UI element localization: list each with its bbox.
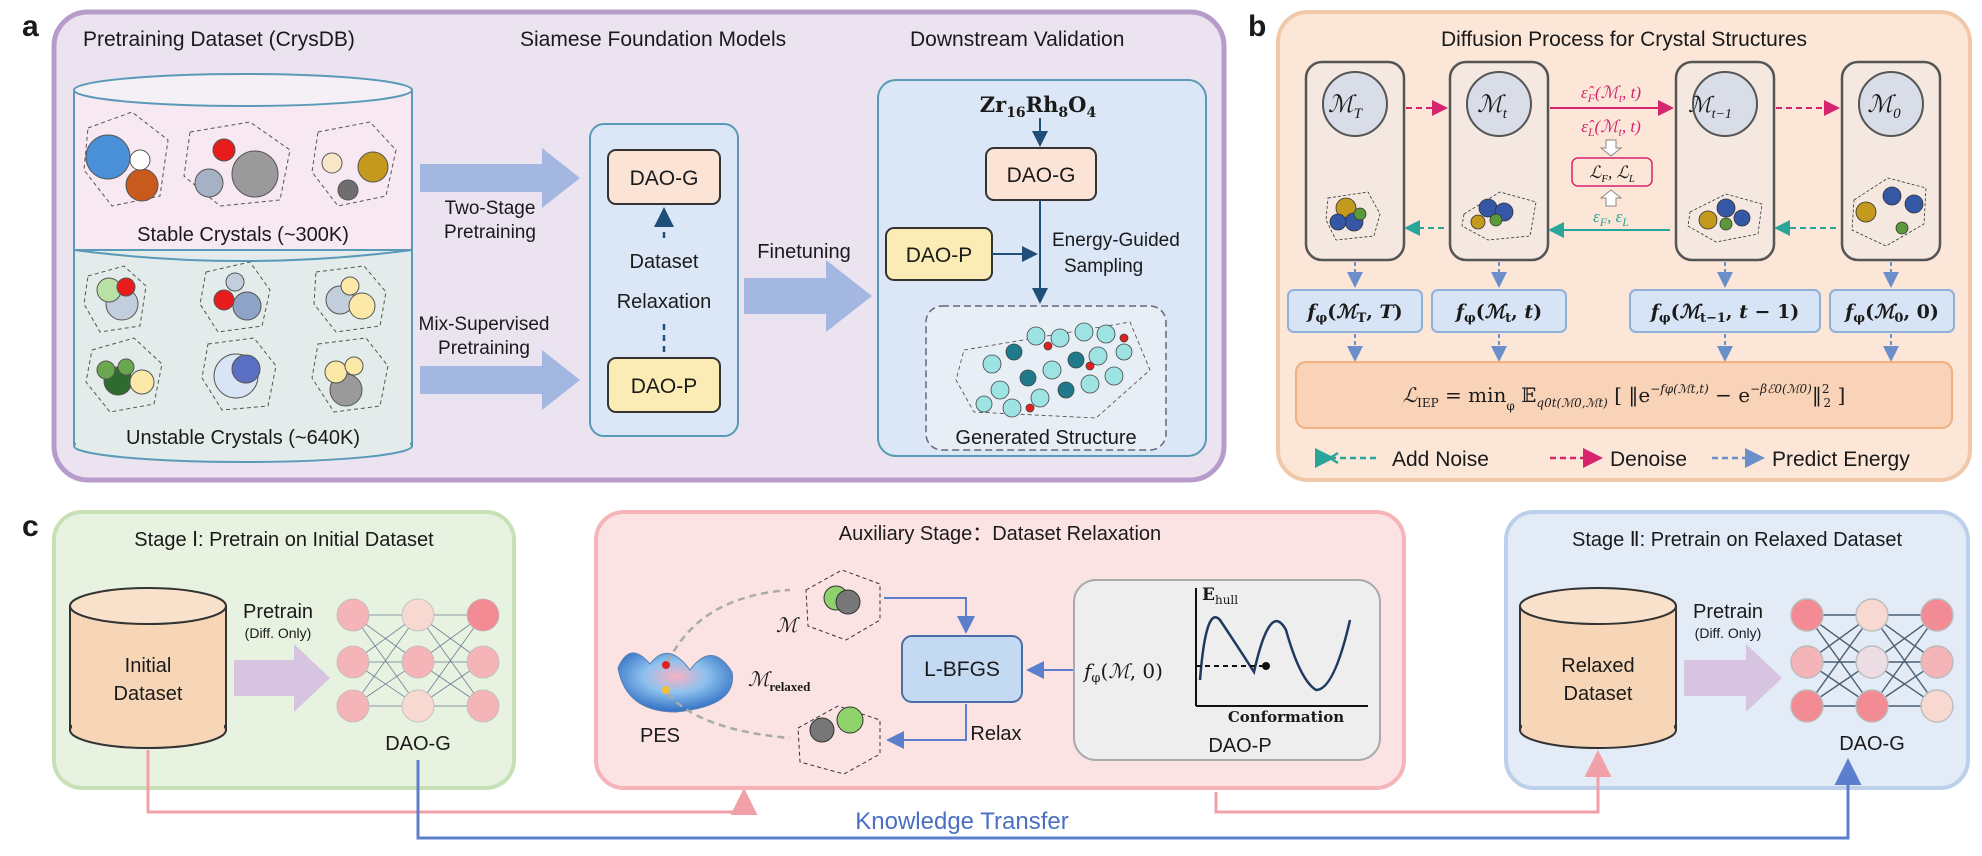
loss-fl-box bbox=[1571, 157, 1653, 187]
lbfgs-box bbox=[901, 635, 1023, 703]
legend-predict-energy: Predict Energy bbox=[1772, 448, 1910, 471]
relax-label: Relax bbox=[970, 723, 1021, 745]
energy-landscape-plot bbox=[1195, 588, 1368, 707]
eps-hat-l-label: ε̂L(ℳt, t) bbox=[1581, 117, 1641, 139]
stage1-title: Stage Ⅰ: Pretrain on Initial Dataset bbox=[134, 529, 434, 551]
energy-fn-0-box bbox=[1829, 289, 1955, 333]
lbfgs-label: L-BFGS bbox=[924, 658, 1000, 681]
energy-guided-label-1: Energy-Guided bbox=[1052, 230, 1180, 251]
stable-crystal-icons bbox=[83, 111, 397, 207]
energy-fn-t-minus-1-box bbox=[1629, 289, 1821, 333]
state-column-T: ℳT bbox=[1304, 60, 1406, 262]
crysdb-cylinder bbox=[73, 73, 413, 463]
dao-p-label-aux: DAO-P bbox=[1208, 735, 1271, 757]
pes-surface bbox=[617, 652, 734, 713]
initial-dataset-cylinder bbox=[69, 587, 227, 749]
unstable-crystals-label: Unstable Crystals (~640K) bbox=[126, 427, 360, 449]
state-M-t: ℳt bbox=[1477, 92, 1508, 122]
formula-label: Zr16Rh8O4 bbox=[980, 92, 1097, 121]
energy-fn-t: fφ(ℳt, t) bbox=[1454, 301, 1542, 326]
energy-fn-T: fφ(ℳT, T) bbox=[1305, 301, 1402, 326]
panel-c: c Stage Ⅰ: Pretrain on Initial Dataset I… bbox=[22, 510, 1970, 840]
crystal-M bbox=[805, 569, 881, 641]
transfer-line-pink-1 bbox=[146, 750, 758, 815]
panel-a-letter: a bbox=[22, 10, 39, 43]
dao-g-network-1 bbox=[336, 598, 500, 723]
dao-p-energy-box bbox=[1073, 579, 1381, 761]
dao-g-network-2 bbox=[1790, 598, 1954, 723]
panel-b: b Diffusion Process for Crystal Structur… bbox=[1248, 10, 1972, 482]
relaxed-dataset-label-2: Dataset bbox=[1564, 683, 1633, 705]
mix-supervised-arrow bbox=[420, 350, 580, 410]
state-column-0: ℳ0 bbox=[1840, 60, 1942, 262]
crystal-M-relaxed bbox=[797, 705, 881, 775]
knowledge-transfer-line bbox=[416, 758, 1862, 840]
relaxed-dataset-label-1: Relaxed bbox=[1561, 655, 1634, 677]
downstream-validation-title: Downstream Validation bbox=[910, 28, 1124, 51]
energy-fn-t-minus-1: fφ(ℳt−1, t − 1) bbox=[1649, 301, 1800, 326]
dataset-relaxation-label-2: Relaxation bbox=[617, 291, 712, 313]
dao-g-label-downstream: DAO-G bbox=[1007, 164, 1076, 187]
dao-g-box-a bbox=[607, 149, 721, 205]
diff-only-label-2: (Diff. Only) bbox=[1695, 625, 1762, 641]
dao-p-box-a bbox=[607, 357, 721, 413]
finetuning-label: Finetuning bbox=[757, 241, 850, 263]
state-column-t: ℳt bbox=[1448, 60, 1550, 262]
dao-g-label-stage2: DAO-G bbox=[1839, 733, 1905, 755]
stage2-title: Stage Ⅱ: Pretrain on Relaxed Dataset bbox=[1572, 529, 1902, 551]
aux-stage-title: Auxiliary Stage：Dataset Relaxation bbox=[839, 523, 1161, 545]
transfer-line-pink-2 bbox=[1214, 750, 1612, 814]
dao-g-label-a: DAO-G bbox=[630, 167, 699, 190]
dao-p-label-a: DAO-P bbox=[631, 375, 698, 398]
generated-structure-icon bbox=[955, 321, 1151, 419]
dataset-relaxation-label-1: Dataset bbox=[630, 251, 699, 273]
legend-add-noise: Add Noise bbox=[1392, 448, 1489, 471]
m-label: ℳ bbox=[776, 615, 800, 637]
eps-hat-f-label: ε̂F(ℳt, t) bbox=[1581, 83, 1641, 105]
two-stage-label-1: Two-Stage bbox=[445, 198, 536, 219]
unstable-crystal-icons bbox=[83, 261, 389, 413]
iep-loss-formula: ℒIEP = minφ 𝔼q0t(ℳ0,ℳt) [ ‖e−fφ(ℳt,t) − … bbox=[1403, 382, 1846, 413]
two-stage-label-2: Pretraining bbox=[444, 222, 536, 243]
pretraining-dataset-title: Pretraining Dataset (CrysDB) bbox=[83, 28, 355, 51]
finetuning-arrow bbox=[744, 260, 872, 332]
panel-a: a Pretraining Dataset (CrysDB) Siamese F… bbox=[22, 9, 1227, 483]
energy-fn-t-box bbox=[1431, 289, 1567, 333]
energy-fn-T-box bbox=[1287, 289, 1423, 333]
stage1-pretrain-arrow bbox=[234, 644, 330, 712]
stage2-pretrain-arrow bbox=[1684, 644, 1782, 712]
legend-denoise: Denoise bbox=[1610, 448, 1687, 471]
dao-p-label-downstream: DAO-P bbox=[906, 244, 973, 267]
state-column-t-minus-1: ℳt−1 bbox=[1674, 60, 1776, 262]
pes-label: PES bbox=[640, 725, 680, 747]
relaxed-dataset-cylinder bbox=[1519, 587, 1677, 749]
diff-only-label-1: (Diff. Only) bbox=[245, 625, 312, 641]
panel-b-letter: b bbox=[1248, 10, 1266, 43]
loss-fl-label: ℒF, ℒL bbox=[1589, 163, 1635, 185]
pretrain-label-2: Pretrain bbox=[1693, 601, 1763, 623]
mix-supervised-label-2: Pretraining bbox=[438, 338, 530, 359]
two-stage-arrow bbox=[420, 148, 580, 208]
energy-guided-label-2: Sampling bbox=[1064, 256, 1143, 277]
pretrain-label-1: Pretrain bbox=[243, 601, 313, 623]
iep-loss-box bbox=[1295, 361, 1953, 429]
generated-structure-label: Generated Structure bbox=[955, 427, 1136, 449]
dao-g-label-stage1: DAO-G bbox=[385, 733, 451, 755]
knowledge-transfer-label: Knowledge Transfer bbox=[855, 808, 1068, 835]
diffusion-title: Diffusion Process for Crystal Structures bbox=[1441, 28, 1807, 51]
energy-fn-0: fφ(ℳ0, 0) bbox=[1843, 301, 1939, 326]
stable-crystals-label: Stable Crystals (~300K) bbox=[137, 224, 349, 246]
mix-supervised-label-1: Mix-Supervised bbox=[419, 314, 550, 335]
conformation-label: Conformation bbox=[1228, 708, 1344, 726]
siamese-models-title: Siamese Foundation Models bbox=[520, 28, 786, 51]
initial-dataset-label-2: Dataset bbox=[114, 683, 183, 705]
panel-c-letter: c bbox=[22, 510, 39, 543]
initial-dataset-label-1: Initial bbox=[125, 655, 172, 677]
